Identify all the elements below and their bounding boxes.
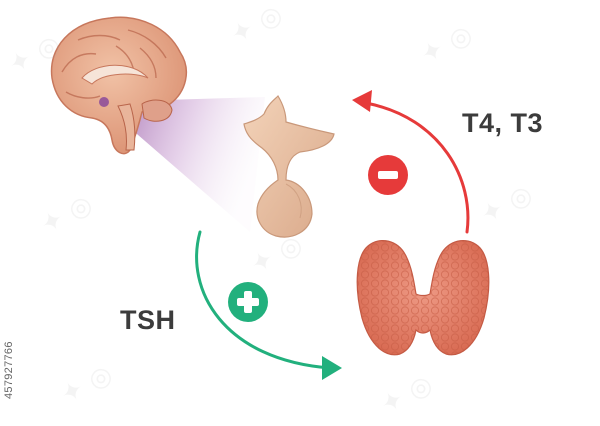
tsh-stimulation-arrowhead xyxy=(322,356,342,380)
tsh-label: TSH xyxy=(120,305,176,335)
t4-t3-label: T4, T3 xyxy=(462,108,544,138)
pituitary-gland-icon xyxy=(243,95,335,238)
stock-id-text: 457927766 xyxy=(3,341,15,399)
pituitary-zoom-projection xyxy=(100,97,265,232)
stock-id: 457927766 xyxy=(3,279,17,399)
negative-feedback-arrowhead xyxy=(352,90,372,112)
plus-icon xyxy=(228,282,268,322)
brain-icon xyxy=(50,16,188,155)
thyroid-gland-icon xyxy=(356,239,490,356)
minus-icon xyxy=(368,155,408,195)
negative-feedback-arrow xyxy=(364,101,470,234)
tsh-stimulation-arrow xyxy=(195,230,332,370)
